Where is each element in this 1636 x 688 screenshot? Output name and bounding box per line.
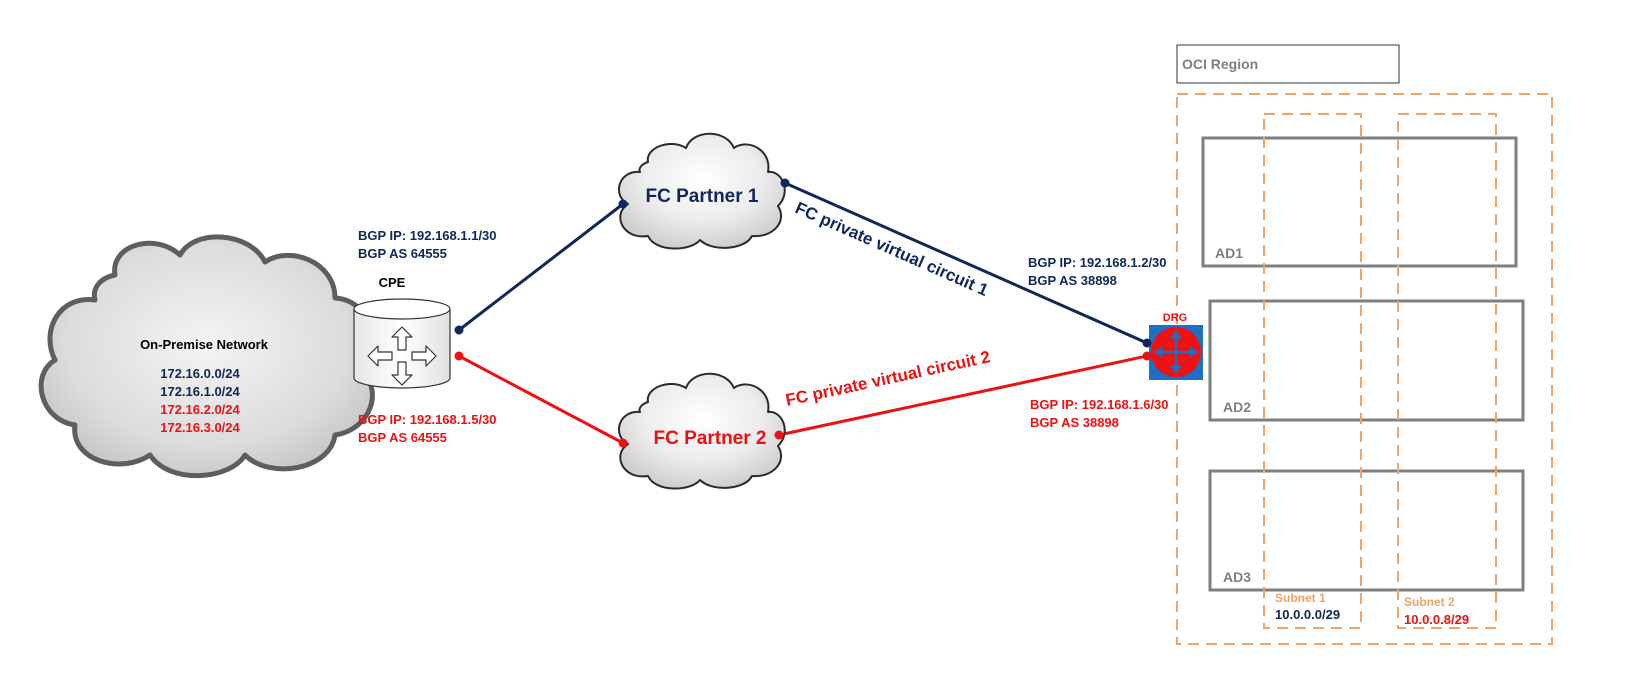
endpoint-drg-2 (1142, 351, 1152, 361)
oci-region-label: OCI Region (1182, 56, 1258, 72)
cpe-bgp-ip-2: BGP IP: 192.168.1.5/30 (358, 412, 497, 427)
endpoint-cpe-1 (454, 325, 464, 335)
circuit-1-label: FC private virtual circuit 1 (792, 198, 991, 300)
ad1-box (1201, 136, 1518, 268)
circuit-2-label: FC private virtual circuit 2 (784, 347, 992, 410)
subnet-2-boundary (1397, 113, 1497, 629)
onprem-subnet-4: 172.16.3.0/24 (160, 420, 240, 435)
partner1-cloud-shape (618, 132, 786, 250)
link-cpe-partner2 (458, 354, 624, 445)
drg-bgp-as-1: BGP AS 38898 (1028, 273, 1117, 288)
cpe-router: CPE BGP IP: 192.168.1.1/30 BGP AS 64555 … (353, 228, 497, 445)
link-circuit-1 (784, 181, 1148, 345)
drg-bgp-as-2: BGP AS 38898 (1030, 415, 1119, 430)
onprem-cloud: On-Premise Network 172.16.0.0/24 172.16.… (38, 234, 375, 479)
oci-region: OCI Region (1176, 44, 1553, 645)
partner2-cloud-shape (618, 372, 786, 490)
cpe-cylinder-top (353, 298, 451, 320)
oci-subnets: Subnet 1 10.0.0.0/29 Subnet 2 10.0.0.8/2… (1263, 113, 1497, 629)
link-circuit-2 (778, 354, 1148, 437)
link-cpe-partner1 (458, 202, 624, 332)
subnet-1-boundary (1263, 113, 1362, 629)
drg: DRG (1142, 312, 1203, 380)
endpoint-partner2-left (618, 438, 628, 448)
endpoint-partner1-right (780, 178, 790, 188)
subnet-2-name: Subnet 2 (1404, 595, 1455, 609)
cpe-bgp-as-2: BGP AS 64555 (358, 430, 447, 445)
ad2-box (1208, 299, 1525, 422)
onprem-subnet-3: 172.16.2.0/24 (160, 402, 240, 417)
endpoint-partner1-left (618, 199, 628, 209)
subnet-1-name: Subnet 1 (1275, 591, 1326, 605)
availability-domains: AD1 AD2 AD3 (1201, 136, 1525, 592)
drg-label: DRG (1163, 312, 1187, 324)
subnet-1-cidr: 10.0.0.0/29 (1275, 607, 1340, 622)
endpoint-drg-1 (1142, 338, 1152, 348)
endpoint-partner2-right (774, 430, 784, 440)
subnet-2-cidr: 10.0.0.8/29 (1404, 612, 1469, 627)
cpe-bgp-as-1: BGP AS 64555 (358, 246, 447, 261)
drg-router-icon (1154, 330, 1198, 374)
onprem-subnet-2: 172.16.1.0/24 (160, 384, 240, 399)
drg-bgp-ip-1: BGP IP: 192.168.1.2/30 (1028, 255, 1167, 270)
onprem-subnet-1: 172.16.0.0/24 (160, 366, 240, 381)
drg-bgp-ip-2: BGP IP: 192.168.1.6/30 (1030, 397, 1169, 412)
connections (458, 181, 1148, 445)
router-arrows-icon (367, 326, 437, 386)
ad3-box (1208, 469, 1525, 592)
partner2-cloud: FC Partner 2 (618, 372, 786, 490)
endpoint-cpe-2 (454, 351, 464, 361)
oci-region-label-box (1176, 44, 1400, 84)
cpe-label: CPE (379, 275, 406, 290)
endpoints (454, 178, 790, 448)
partner2-label: FC Partner 2 (654, 428, 767, 449)
ad3-label: AD3 (1223, 569, 1251, 585)
partner1-cloud: FC Partner 1 (618, 132, 786, 250)
ad2-label: AD2 (1223, 399, 1251, 415)
onprem-cloud-shape (38, 234, 375, 479)
partner1-label: FC Partner 1 (646, 186, 759, 207)
onprem-label: On-Premise Network (140, 337, 269, 352)
cpe-bgp-ip-1: BGP IP: 192.168.1.1/30 (358, 228, 497, 243)
ad1-label: AD1 (1215, 245, 1243, 261)
